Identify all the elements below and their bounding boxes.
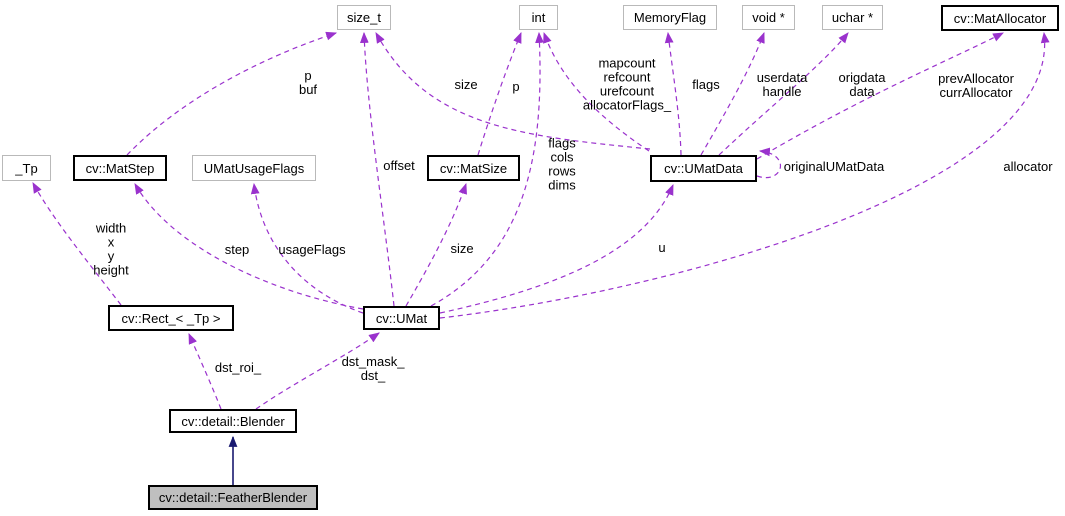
edge-umatdata-to-int bbox=[543, 31, 650, 152]
node-cv-matsize[interactable]: cv::MatSize bbox=[427, 155, 520, 181]
edge-umatdata-self-loop bbox=[756, 147, 781, 179]
edge-umatdata-to-sizet bbox=[375, 32, 651, 150]
edge-umat-to-matstep bbox=[134, 183, 364, 310]
edge-umat-to-int bbox=[430, 31, 544, 307]
node-cv-matallocator[interactable]: cv::MatAllocator bbox=[941, 5, 1059, 31]
node-cv-rect-tp[interactable]: cv::Rect_< _Tp > bbox=[108, 305, 234, 331]
node-cv-detail-blender[interactable]: cv::detail::Blender bbox=[169, 409, 297, 433]
node-void-ptr: void * bbox=[742, 5, 795, 30]
node-cv-umatdata[interactable]: cv::UMatData bbox=[650, 155, 757, 182]
edge-umat-to-matallocator bbox=[439, 31, 1050, 319]
edge-umat-to-sizet bbox=[359, 31, 395, 307]
edge-blender-to-rect bbox=[188, 332, 222, 410]
edge-rect-to-tp bbox=[32, 182, 122, 306]
edge-blender-to-umat bbox=[255, 332, 380, 410]
node-uchar-ptr: uchar * bbox=[822, 5, 883, 30]
node-int: int bbox=[519, 5, 558, 30]
edge-umatdata-to-matallocator bbox=[756, 32, 1004, 160]
edge-umat-to-umatdata bbox=[439, 183, 674, 314]
edge-umatdata-to-voidptr bbox=[700, 31, 765, 156]
node-cv-umat[interactable]: cv::UMat bbox=[363, 306, 440, 330]
node-tp: _Tp bbox=[2, 155, 51, 181]
edge-umatdata-to-ucharptr bbox=[718, 32, 849, 156]
node-size-t: size_t bbox=[337, 5, 391, 30]
edge-matsize-to-int bbox=[477, 31, 522, 156]
edge-umat-to-umatusageflags bbox=[250, 182, 364, 314]
edge-umat-to-matsize bbox=[405, 182, 467, 307]
edge-umatdata-to-memoryflag bbox=[664, 31, 682, 156]
node-memoryflag: MemoryFlag bbox=[623, 5, 717, 30]
node-cv-matstep[interactable]: cv::MatStep bbox=[73, 155, 167, 181]
node-cv-detail-featherblender: cv::detail::FeatherBlender bbox=[148, 485, 318, 510]
node-umatusageflags: UMatUsageFlags bbox=[192, 155, 316, 181]
edge-matstep-to-sizet bbox=[126, 31, 338, 156]
